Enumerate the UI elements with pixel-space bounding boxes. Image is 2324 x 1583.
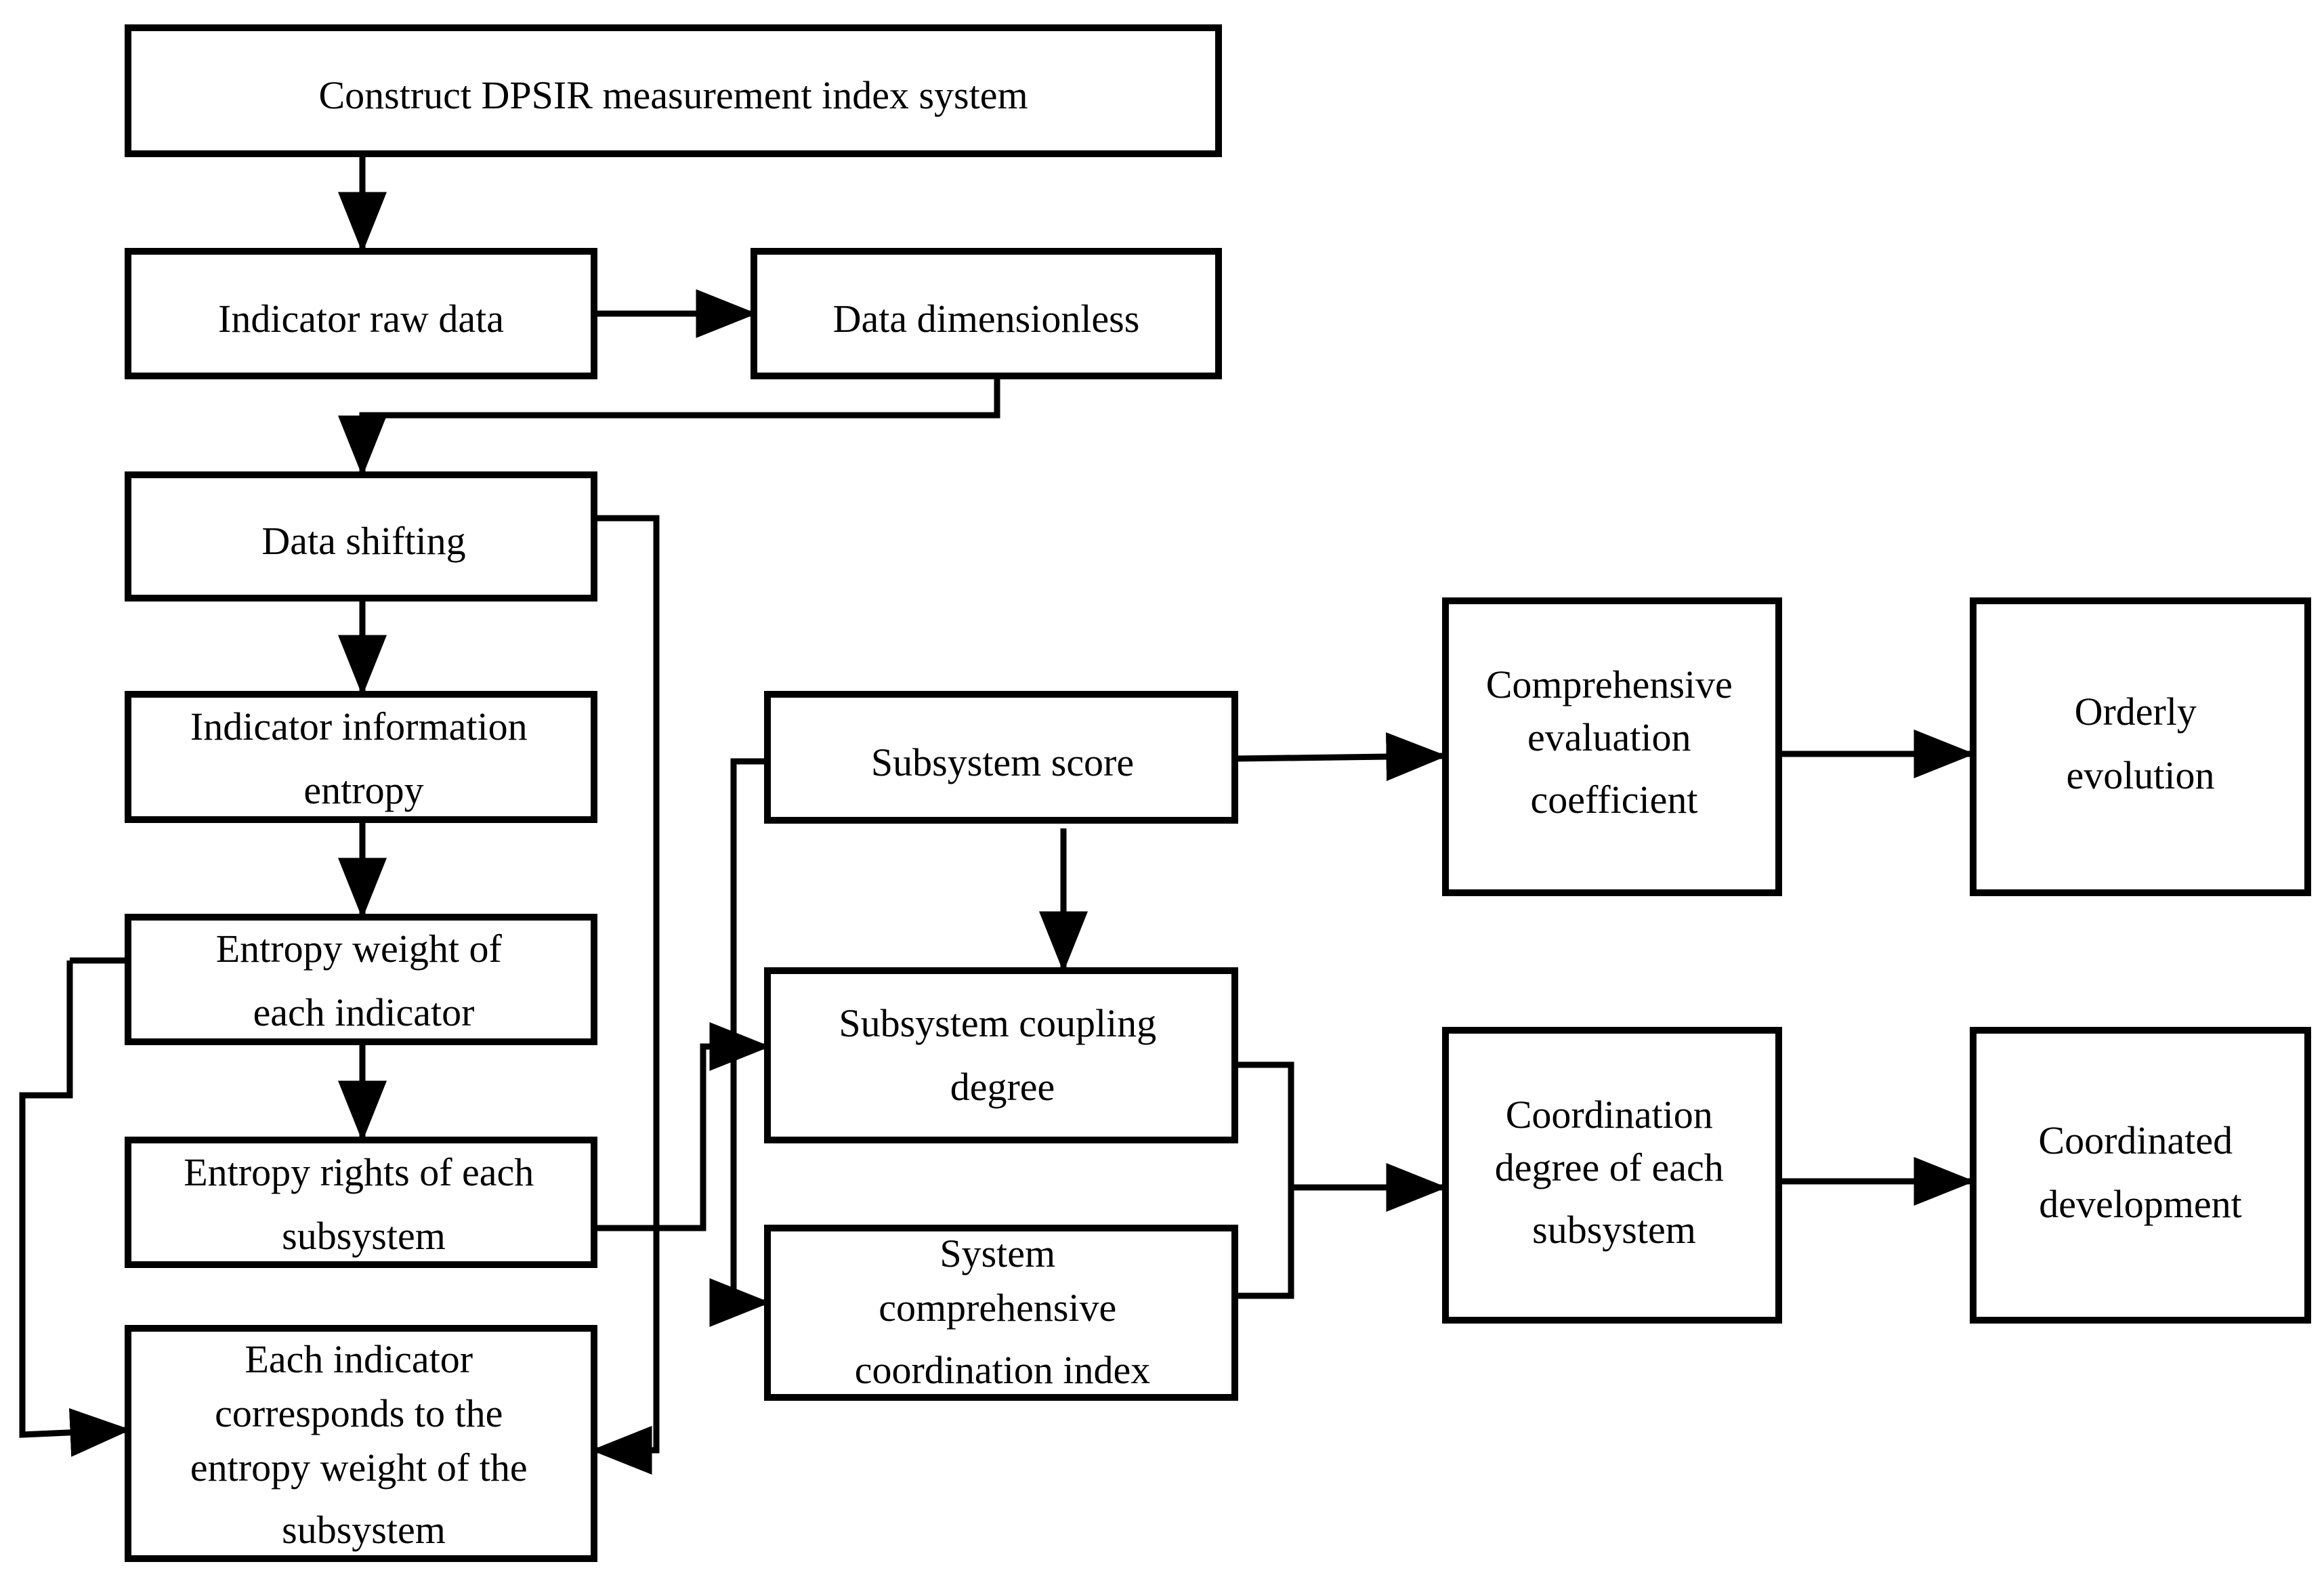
- node-label: Indicator information entropy: [190, 704, 537, 812]
- node-indicator-information-entropy: Indicator information entropy: [125, 691, 597, 823]
- edge-dimensionless-to-shifting: [338, 376, 1000, 477]
- edge-shifting-each-indicator-to-subsystem-score: [591, 515, 660, 1475]
- node-box: [125, 914, 597, 1045]
- node-label: Each indicator corresponds to the entrop…: [190, 1337, 537, 1552]
- node-subsystem-coupling-degree: Subsystem coupling degree: [764, 967, 1238, 1143]
- edge-entropy-rights-to-coupling: [594, 1022, 771, 1231]
- edge-subsystem-score-to-evaluation: [1234, 732, 1448, 782]
- node-label: Construct DPSIR measurement index system: [318, 73, 1028, 117]
- node-entropy-rights-each-subsystem: Entropy rights of each subsystem: [125, 1137, 597, 1268]
- node-comprehensive-evaluation-coefficient: Comprehensive evaluation coefficient: [1442, 597, 1782, 896]
- node-data-shifting: Data shifting: [125, 471, 597, 601]
- node-entropy-weight-each-indicator: Entropy weight of each indicator: [125, 914, 597, 1045]
- node-indicator-raw-data: Indicator raw data: [125, 248, 597, 379]
- node-coordination-degree-each-subsystem: Coordination degree of each subsystem: [1442, 1027, 1782, 1324]
- node-box: [125, 1325, 597, 1562]
- node-box: [125, 691, 597, 823]
- node-box: [751, 248, 1222, 379]
- node-label: System comprehensive coordination index: [855, 1231, 1151, 1392]
- edge-coupling-index-to-coordination: [1235, 1061, 1294, 1299]
- node-label: Coordinated development: [2038, 1118, 2242, 1226]
- node-box: [125, 24, 1222, 157]
- node-label: Entropy weight of each indicator: [216, 927, 512, 1034]
- node-construct-index-system: Construct DPSIR measurement index system: [125, 24, 1222, 157]
- node-coordinated-development: Coordinated development: [1970, 1027, 2311, 1324]
- node-system-comprehensive-coordination-index: System comprehensive coordination index: [764, 1225, 1238, 1401]
- node-label: Orderly evolution: [2066, 690, 2214, 797]
- node-label: Subsystem coupling degree: [839, 1001, 1166, 1109]
- connectors: [19, 154, 1975, 1475]
- node-box: [125, 471, 597, 601]
- node-box: [125, 1137, 597, 1268]
- node-box: [764, 691, 1238, 824]
- node-orderly-evolution: Orderly evolution: [1970, 597, 2311, 896]
- node-label: Entropy rights of each subsystem: [184, 1150, 544, 1258]
- node-label: Comprehensive evaluation coefficient: [1486, 662, 1743, 822]
- node-label: Coordination degree of each subsystem: [1495, 1093, 1734, 1252]
- node-box: [1970, 597, 2311, 896]
- node-box: [1442, 1027, 1782, 1324]
- edge-subsystem-score-to-comprehensive-index: [709, 758, 771, 1327]
- node-label: Subsystem score: [871, 740, 1134, 784]
- node-each-indicator-entropy-weight: Each indicator corresponds to the entrop…: [125, 1325, 597, 1562]
- node-box: [1970, 1027, 2311, 1324]
- node-box: [764, 1225, 1238, 1401]
- node-label: Indicator raw data: [218, 297, 504, 341]
- node-label: Data shifting: [261, 519, 465, 563]
- node-box: [125, 248, 597, 379]
- node-box: [764, 967, 1238, 1143]
- edge-entropy-weight-to-each-indicator: [19, 961, 131, 1457]
- node-subsystem-score: Subsystem score: [764, 691, 1238, 824]
- node-label: Data dimensionless: [833, 297, 1140, 341]
- node-data-dimensionless: Data dimensionless: [751, 248, 1222, 379]
- node-box: [1442, 597, 1782, 896]
